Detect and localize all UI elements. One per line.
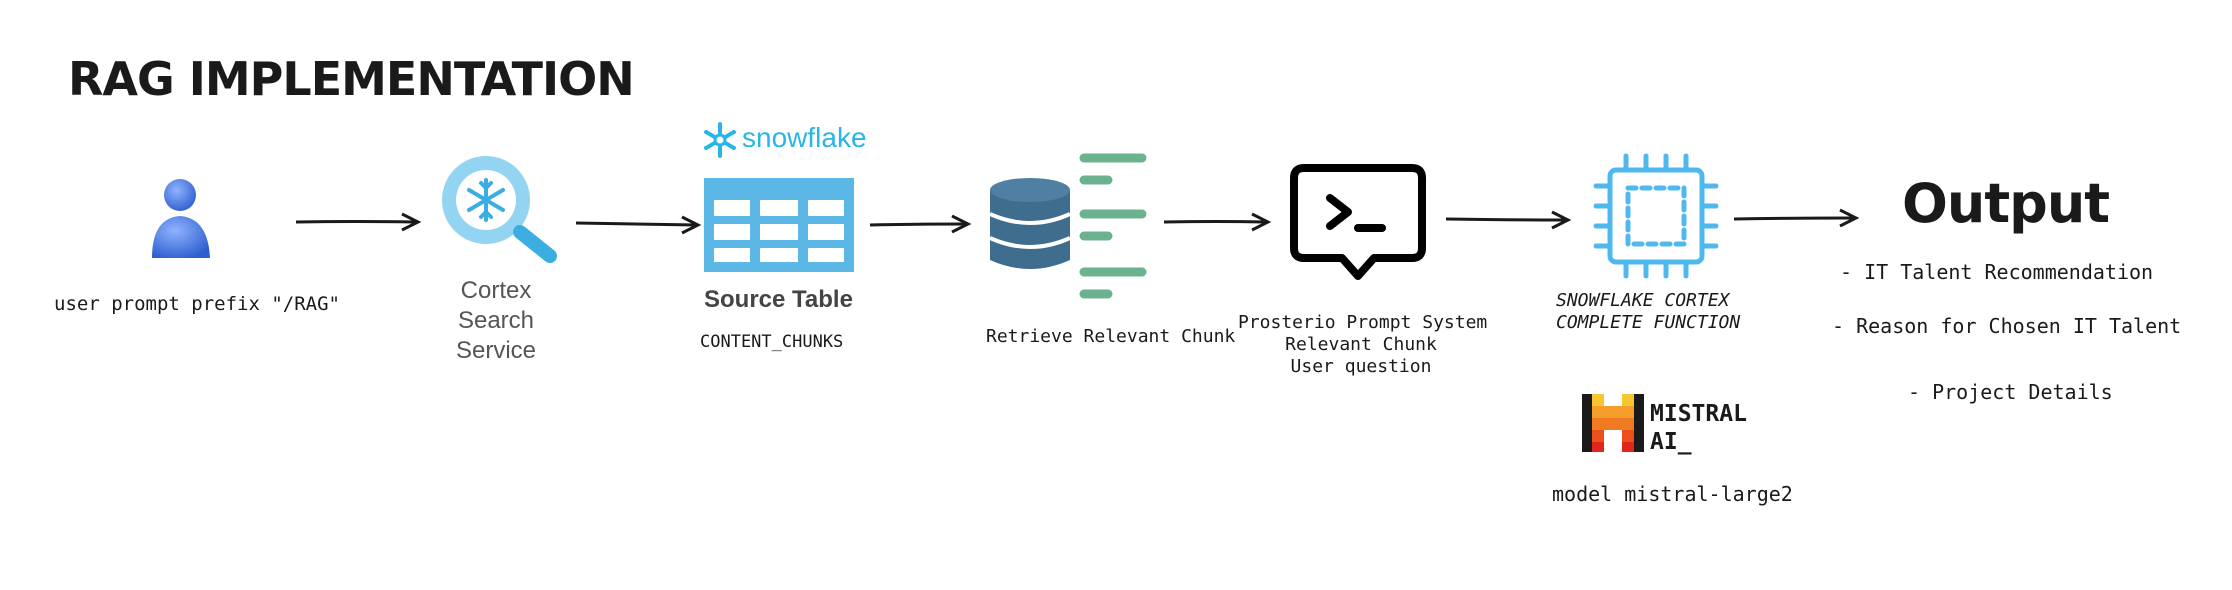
model-label: model mistral-large2 — [1552, 482, 1793, 506]
flow-arrow-5 — [1445, 210, 1572, 230]
mistral-line1: MISTRAL — [1650, 401, 1747, 427]
table-icon — [704, 178, 854, 272]
cpu-chip-icon — [1593, 153, 1719, 279]
output-item-3: - Project Details — [1908, 380, 2113, 404]
cortex-search-icon — [442, 156, 557, 263]
cortex-complete-line2: COMPLETE FUNCTION — [1556, 312, 1741, 333]
flow-arrow-6 — [1733, 208, 1860, 228]
flow-arrow-3 — [869, 214, 972, 234]
cortex-complete-label: SNOWFLAKE CORTEX COMPLETE FUNCTION — [1556, 290, 1740, 334]
prompt-line2: Relevant Chunk — [1285, 334, 1437, 355]
cortex-search-line2: Search — [457, 307, 535, 334]
mistral-brand: MISTRAL AI_ — [1650, 400, 1747, 456]
user-icon — [152, 179, 210, 258]
cortex-search-line1: Cortex — [460, 277, 532, 304]
output-item-2: - Reason for Chosen IT Talent — [1832, 314, 2182, 338]
prompt-line1: Prosterio Prompt System — [1238, 312, 1488, 333]
snowflake-brand: snowflake — [742, 122, 867, 153]
prompt-line3: User question — [1290, 356, 1432, 377]
cortex-search-label: Cortex Search Service — [446, 276, 546, 366]
user-label: user prompt prefix "/RAG" — [54, 293, 340, 315]
flow-arrow-4 — [1163, 212, 1272, 232]
chunks-icon — [1079, 153, 1147, 299]
database-icon — [989, 178, 1071, 269]
snowflake-logo-icon — [704, 122, 736, 158]
flow-arrow-2 — [575, 215, 702, 235]
cortex-complete-line1: SNOWFLAKE CORTEX — [1556, 290, 1730, 311]
retrieve-label: Retrieve Relevant Chunk — [986, 326, 1236, 347]
flow-arrow-1 — [295, 212, 422, 232]
diagram-title: RAG IMPLEMENTATION — [68, 52, 635, 106]
cortex-search-line3: Service — [455, 337, 537, 364]
mistral-logo-icon — [1582, 394, 1644, 452]
source-table-name: CONTENT_CHUNKS — [700, 332, 844, 352]
output-title: Output — [1902, 172, 2110, 235]
terminal-prompt-icon — [1290, 164, 1426, 280]
mistral-line2: AI_ — [1650, 429, 1692, 455]
prompt-label: Prosterio Prompt System Relevant Chunk U… — [1238, 312, 1488, 378]
output-item-1: - IT Talent Recommendation — [1840, 260, 2154, 284]
source-table-title: Source Table — [704, 286, 853, 313]
